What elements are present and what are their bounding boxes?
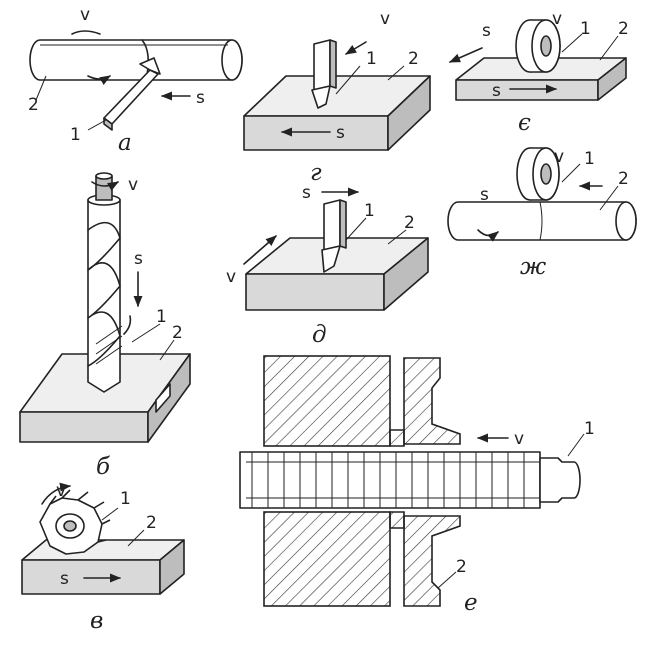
leader-tool-b [131,323,161,343]
cutting-tool-a [103,57,161,131]
caption-a: а [118,130,132,156]
leader-tool-v [101,507,119,521]
workpiece-block-g [243,75,431,151]
panel-a-turning: v s 2 1 а [28,5,243,156]
feed-arrow-ye-top [448,47,483,63]
label-tool-v: 1 [120,489,131,509]
label-work-zh: 2 [618,169,629,189]
caption-g: г [310,160,322,186]
caption-b: б [96,454,111,480]
cutting-tool-d [321,199,347,273]
label-work-e: 2 [456,557,467,577]
label-tool-zh: 1 [584,149,595,169]
rotation-arrow-v [41,482,72,505]
leader-tool-d [345,217,367,241]
milling-cutter-v [39,489,111,555]
rotation-arrow-zh [477,229,499,242]
panel-ye-grinding: s s v 1 2 є [448,9,629,136]
panel-b-drilling: v s 1 2 б [19,172,191,480]
label-v-v: v [56,481,66,501]
label-v-e: v [514,429,524,449]
label-v-g: v [380,9,390,29]
label-tool-d: 1 [364,201,375,221]
label-tool-b: 1 [156,307,167,327]
caption-v: в [90,608,103,634]
workpiece-shaft-a [29,39,243,81]
rotation-arrow-b [91,181,119,191]
label-work-v: 2 [146,513,157,533]
caption-d: д [312,322,327,348]
caption-e: е [464,590,478,616]
panel-zh-cylindrical-grinding: s v 1 2 ж [447,147,637,280]
label-work-b: 2 [172,323,183,343]
workpiece-shaft-zh [447,201,637,241]
workpiece-section-e [263,355,461,607]
label-s-d: s [302,183,311,203]
leader-tool-e [567,433,585,457]
leader-work-a [35,75,47,101]
workpiece-block-v [21,539,185,595]
leader-tool-ye [561,33,583,53]
label-tool-e: 1 [584,419,595,439]
label-tool-g: 1 [366,49,377,69]
cutting-tool-g [311,39,337,109]
workpiece-block-d [245,237,429,311]
label-s-ye-top: s [482,21,491,41]
rotation-arrow-a [71,30,110,79]
grinding-wheel-zh [516,147,560,201]
grinding-wheel-ye [515,19,561,73]
label-work-a: 2 [28,95,39,115]
label-v-b: v [128,175,138,195]
label-v-d: v [226,267,236,287]
label-work-d: 2 [404,213,415,233]
caption-ye: є [518,110,531,136]
label-s-b: s [134,249,143,269]
speed-arrow-d [243,235,277,265]
label-v-a: v [80,5,90,25]
caption-zh: ж [520,254,546,280]
label-work-ye: 2 [618,19,629,39]
label-s-zh: s [480,185,489,205]
label-s-v: s [60,569,69,589]
label-s-a: s [196,88,205,108]
panel-v-milling: v s 1 2 в [21,481,185,634]
label-tool-a: 1 [70,125,81,145]
leader-tool-zh [561,163,581,183]
panel-e-broaching: v 1 2 е [239,355,595,616]
label-work-g: 2 [408,49,419,69]
leader-tool-a [87,119,107,131]
leader-work-g [387,65,405,81]
leader-tool-g [335,65,361,95]
leader-work-zh [599,185,619,211]
panel-g-planing: v s 1 2 г [243,9,431,186]
speed-arrow-g [345,41,367,55]
panel-d-shaping: s v 1 2 д [226,183,429,348]
leader-work-v [127,529,145,547]
broach-tool-e [239,451,581,509]
label-tool-ye: 1 [580,19,591,39]
leader-work-ye [599,35,619,61]
label-v-ye: v [552,9,562,29]
chip-b [123,315,132,335]
leader-work-e [437,571,457,589]
label-v-zh: v [554,147,564,167]
leader-work-b [159,339,175,361]
label-s-ye-bottom: s [492,81,501,101]
label-s-g: s [336,123,345,143]
leader-work-d [387,229,407,245]
